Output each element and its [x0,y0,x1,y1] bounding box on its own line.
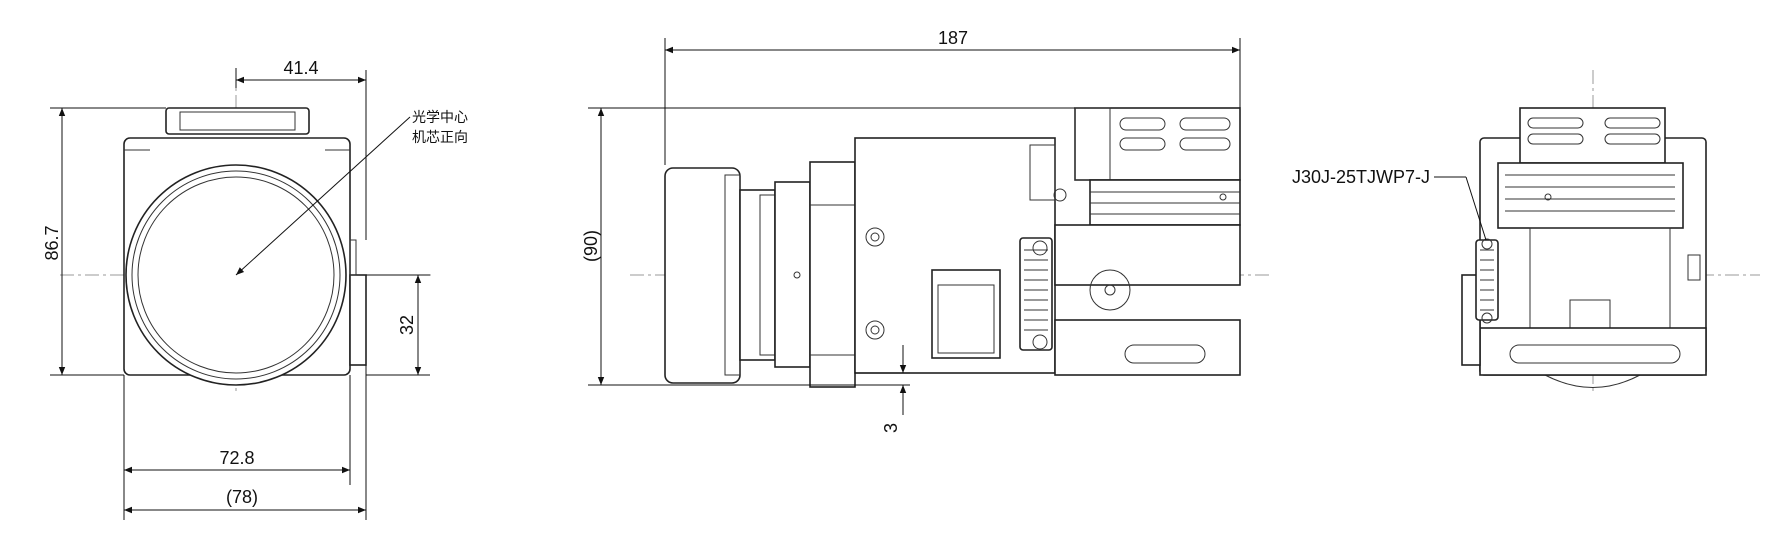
dim-78: (78) [226,487,258,507]
connector-label: J30J-25TJWP7-J [1292,167,1430,187]
dim-32: 32 [397,315,417,335]
dim-90: (90) [581,230,601,262]
dim-187: 187 [938,28,968,48]
dim-41-4: 41.4 [283,58,318,78]
front-view: 光学中心 机芯正向 41.4 86.7 32 72.8 (78) [42,58,468,520]
side-view: 187 (90) 3 [581,28,1270,433]
dim-3: 3 [881,423,901,433]
rear-view: J30J-25TJWP7-J [1292,70,1760,395]
dim-72-8: 72.8 [219,448,254,468]
dim-86-7: 86.7 [42,225,62,260]
optical-center-note-line2: 机芯正向 [412,130,468,146]
optical-center-note-line1: 光学中心 [412,110,468,126]
